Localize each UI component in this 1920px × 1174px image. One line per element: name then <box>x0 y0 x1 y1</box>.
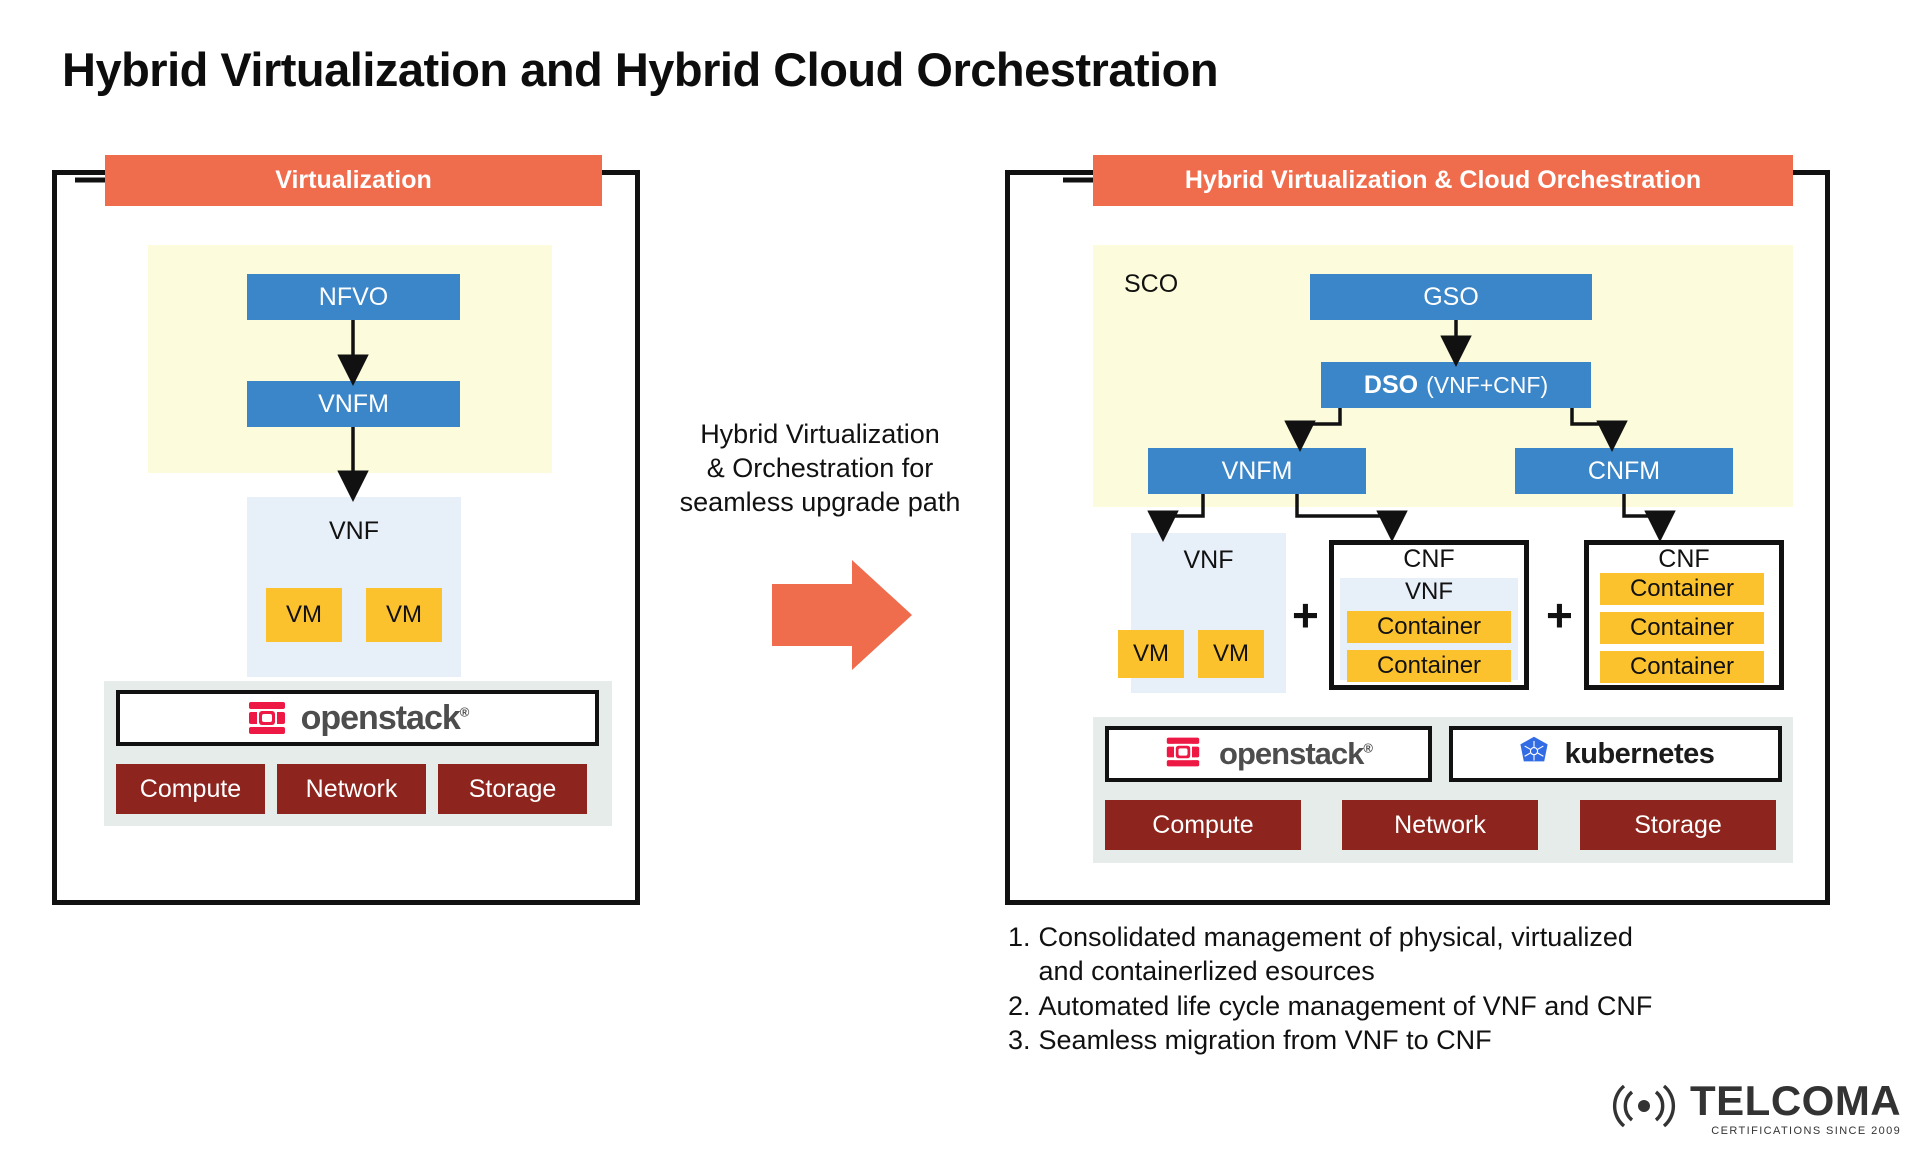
cnf-hybrid-container-1[interactable]: Container <box>1347 611 1511 643</box>
left-vnf-label: VNF <box>329 517 379 545</box>
right-vnf-label: VNF <box>1183 546 1234 574</box>
note-text-line: and containerlized esources <box>1038 956 1375 987</box>
note-text: Automated life cycle management of VNF a… <box>1038 990 1653 1021</box>
cnf-pure-container-2[interactable]: Container <box>1600 612 1764 644</box>
note-item: 1. Consolidated management of physical, … <box>1008 920 1652 989</box>
right-panel-header: Hybrid Virtualization & Cloud Orchestrat… <box>1093 155 1793 206</box>
cnf-hybrid-label: CNF <box>1403 545 1455 573</box>
left-vnf-zone <box>247 497 461 677</box>
cnf-pure-label: CNF <box>1658 545 1710 573</box>
note-text: Consolidated management of physical, vir… <box>1039 920 1653 989</box>
left-infra-storage[interactable]: Storage <box>438 764 587 814</box>
right-vm-2[interactable]: VM <box>1198 630 1264 678</box>
kubernetes-wordmark: kubernetes <box>1564 737 1715 770</box>
broadcast-waves-icon <box>1608 1083 1680 1134</box>
cnf-hybrid-container-2[interactable]: Container <box>1347 650 1511 682</box>
middle-caption-line-1: Hybrid Virtualization <box>700 419 940 449</box>
vnfm-box-left[interactable]: VNFM <box>247 381 460 427</box>
dso-scope: (VNF+CNF) <box>1426 371 1549 398</box>
middle-caption-line-2: & Orchestration for <box>706 452 934 483</box>
notes-list: 1. Consolidated management of physical, … <box>1008 920 1652 1057</box>
note-item: 3. Seamless migration from VNF to CNF <box>1008 1023 1652 1057</box>
nfvo-box[interactable]: NFVO <box>247 274 460 320</box>
transition-arrow-icon <box>772 560 912 675</box>
dso-label: DSO <box>1363 370 1419 399</box>
openstack-wordmark: openstack® <box>1219 736 1373 771</box>
right-infra-storage[interactable]: Storage <box>1580 800 1776 850</box>
left-vm-1[interactable]: VM <box>266 588 342 642</box>
cnfm-box[interactable]: CNFM <box>1515 448 1733 494</box>
openstack-wordmark: openstack® <box>300 698 470 737</box>
brand-name: TELCOMA <box>1690 1077 1902 1124</box>
right-openstack-logo-box[interactable]: openstack® <box>1105 726 1432 782</box>
brand-tagline: CERTIFICATIONS SINCE 2009 <box>1711 1125 1902 1137</box>
left-panel-header: Virtualization <box>105 155 602 206</box>
cnf-hybrid-inner-label: VNF <box>1405 578 1453 605</box>
plus-sign-2: + <box>1546 589 1573 641</box>
gso-box[interactable]: GSO <box>1310 274 1592 320</box>
middle-caption: Hybrid Virtualization & Orchestration fo… <box>660 418 980 519</box>
left-infra-network[interactable]: Network <box>277 764 426 814</box>
left-openstack-logo-box[interactable]: openstack® <box>116 690 599 746</box>
sco-label: SCO <box>1124 270 1179 298</box>
note-number: 2. <box>1008 990 1031 1021</box>
middle-caption-line-3: seamless upgrade path <box>679 486 961 517</box>
note-text-line: Consolidated management of physical, vir… <box>1038 922 1633 952</box>
note-text: Seamless migration from VNF to CNF <box>1038 1024 1492 1055</box>
openstack-icon <box>247 698 287 738</box>
dso-box[interactable]: DSO (VNF+CNF) <box>1321 362 1591 408</box>
brand-text-block: TELCOMA CERTIFICATIONS SINCE 2009 <box>1690 1077 1902 1138</box>
vnfm-box-right[interactable]: VNFM <box>1148 448 1366 494</box>
kubernetes-logo-box[interactable]: kubernetes <box>1449 726 1782 782</box>
right-infra-network[interactable]: Network <box>1342 800 1538 850</box>
note-number: 1. <box>1008 922 1031 952</box>
left-infra-compute[interactable]: Compute <box>116 764 265 814</box>
note-number: 3. <box>1008 1024 1031 1055</box>
openstack-icon <box>1165 734 1205 774</box>
plus-sign-1: + <box>1292 589 1319 641</box>
cnf-pure-container-1[interactable]: Container <box>1600 573 1764 605</box>
kubernetes-icon <box>1517 735 1551 774</box>
brand-logo: TELCOMA CERTIFICATIONS SINCE 2009 <box>1608 1080 1901 1137</box>
note-item: 2. Automated life cycle management of VN… <box>1008 989 1652 1023</box>
right-infra-compute[interactable]: Compute <box>1105 800 1301 850</box>
right-vm-1[interactable]: VM <box>1118 630 1184 678</box>
page-title: Hybrid Virtualization and Hybrid Cloud O… <box>62 43 1219 96</box>
left-vm-2[interactable]: VM <box>366 588 442 642</box>
cnf-pure-container-3[interactable]: Container <box>1600 651 1764 683</box>
